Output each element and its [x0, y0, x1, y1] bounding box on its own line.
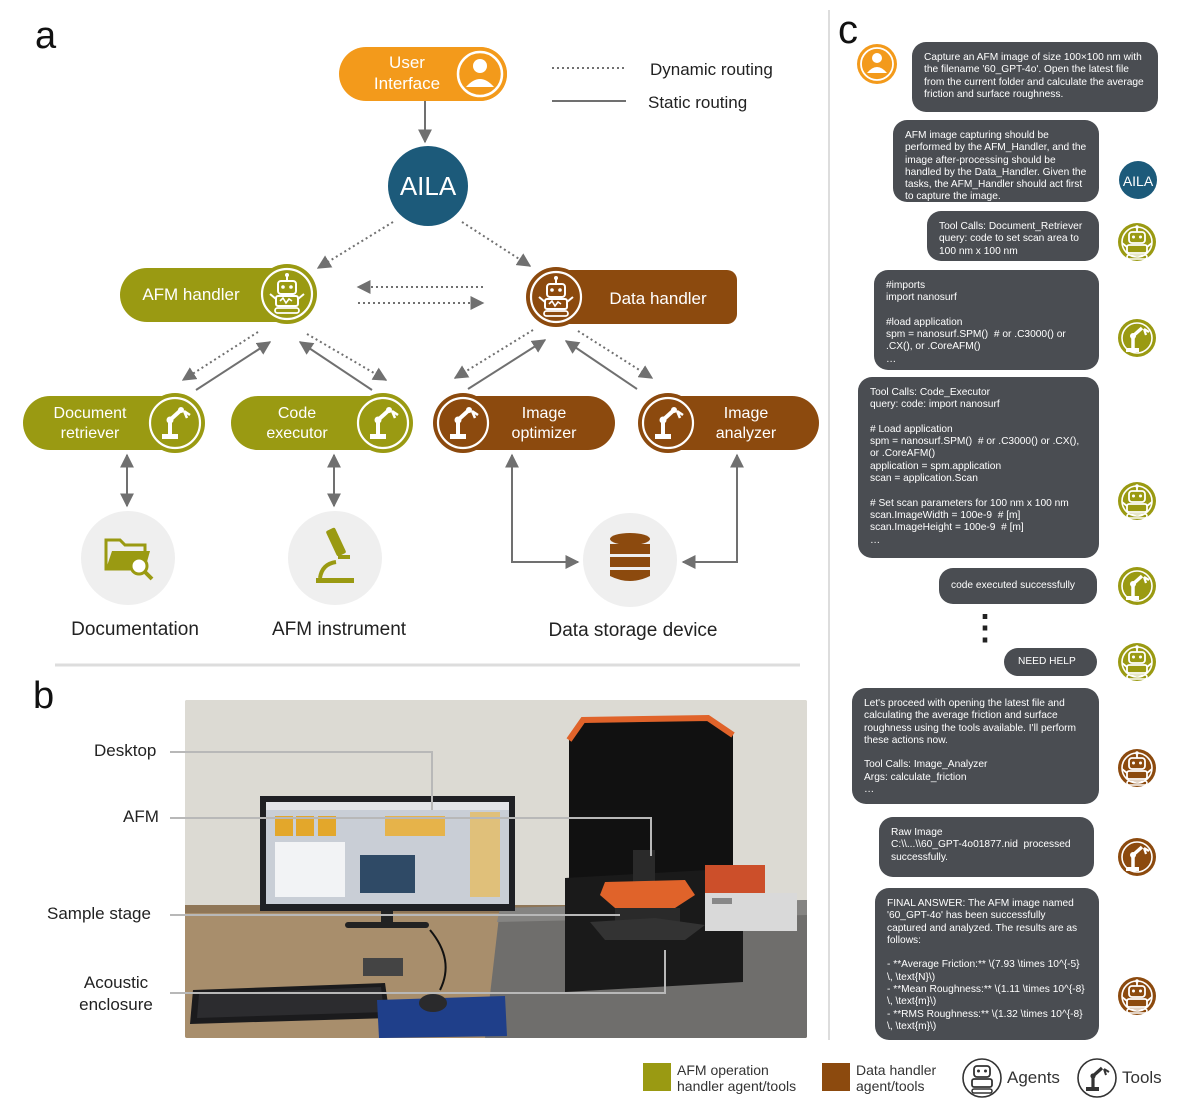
aila-avatar: AILA — [1119, 161, 1157, 199]
desktop-label: Desktop — [94, 741, 157, 760]
data-handler-label: Data handler — [609, 289, 707, 308]
document-retriever-label-2: retriever — [61, 425, 120, 442]
chat-message-image-processed: Raw Image C:\\...\\60_GPT-4o01877.nid pr… — [879, 817, 1094, 877]
panel-c-divider — [828, 10, 830, 1040]
optimizer-storage-arrow — [505, 453, 580, 569]
chat-message-code-call: Tool Calls: Code_Executor query: code: i… — [858, 377, 1099, 558]
afm-label: AFM — [123, 807, 159, 826]
image-analyzer-node: Image analyzer — [638, 393, 819, 453]
chat-message-code-executed: code executed successfully — [939, 568, 1097, 604]
data-handler-avatar — [1118, 977, 1156, 1015]
user-interface-label-2: Interface — [374, 74, 440, 93]
legend-data-label: Data handler agent/tools — [856, 1062, 936, 1094]
data-handler-node: Data handler — [526, 267, 737, 327]
microscope-icon — [316, 527, 354, 583]
legend-data-label-2: agent/tools — [856, 1078, 925, 1094]
chat-message-final-answer: FINAL ANSWER: The AFM image named '60_GP… — [875, 888, 1099, 1040]
afm-handler-label: AFM handler — [142, 285, 240, 304]
afm-handler-avatar — [1118, 482, 1156, 520]
chat-ellipsis: ⋮ — [968, 609, 1002, 647]
afm-callout-line — [170, 817, 652, 856]
panel-letter-b: b — [33, 675, 54, 717]
data-handler-avatar — [1118, 749, 1156, 787]
dynamic-routing-label: Dynamic routing — [650, 60, 773, 79]
document-retriever-avatar — [1118, 319, 1156, 357]
panel-letter-c: c — [838, 8, 858, 52]
enclosure-callout-line — [170, 950, 666, 994]
document-retriever-label-1: Document — [54, 405, 127, 422]
chat-message-data-handler: Let's proceed with opening the latest fi… — [852, 688, 1099, 804]
afm-handler-avatar — [1118, 223, 1156, 261]
legend-tools-label: Tools — [1122, 1068, 1162, 1087]
doc-to-afm-arrow — [195, 341, 272, 391]
data-to-optimizer-arrow — [453, 329, 534, 379]
code-executor-label-2: executor — [266, 425, 328, 442]
chat-message-user: Capture an AFM image of size 100×100 nm … — [912, 42, 1158, 112]
database-icon — [610, 533, 650, 581]
data-storage-label: Data storage device — [549, 620, 718, 641]
panel-a-diagram: a b Dynamic routing Static routing User … — [23, 15, 819, 717]
documentation-resource: Documentation — [71, 511, 199, 640]
optimizer-to-data-arrow — [467, 339, 547, 390]
image-analyzer-label-2: analyzer — [716, 425, 777, 442]
acoustic-enclosure-label: Acoustic enclosure — [72, 972, 160, 1016]
legend-icons — [962, 1058, 1117, 1098]
legend-data-swatch — [822, 1063, 850, 1091]
data-storage-resource: Data storage device — [549, 513, 718, 641]
desktop-callout-line — [170, 751, 433, 810]
image-optimizer-label-1: Image — [522, 405, 567, 422]
aila-to-data-arrow — [461, 221, 532, 267]
chat-avatars: AILA — [857, 44, 1157, 1015]
documentation-label: Documentation — [71, 619, 199, 640]
image-optimizer-label-2: optimizer — [512, 425, 578, 442]
image-analyzer-avatar — [1118, 838, 1156, 876]
legend-afm-swatch — [643, 1063, 671, 1091]
chat-message-document: #imports import nanosurf #load applicati… — [874, 270, 1099, 370]
image-optimizer-node: Image optimizer — [433, 393, 615, 453]
code-executor-avatar — [1118, 567, 1156, 605]
afm-handler-avatar — [1118, 643, 1156, 681]
image-analyzer-label-1: Image — [724, 405, 769, 422]
user-interface-label-1: User — [389, 53, 425, 72]
panel-letter-a: a — [35, 15, 57, 57]
legend-afm-label-1: AFM operation — [677, 1062, 769, 1078]
chat-message-aila: AFM image capturing should be performed … — [893, 120, 1099, 202]
afm-instrument-resource: AFM instrument — [272, 511, 407, 640]
analyzer-to-data-arrow — [564, 340, 638, 390]
document-retriever-node: Document retriever — [23, 393, 205, 453]
user-interface-node: User Interface — [339, 47, 507, 101]
aila-to-afm-arrow — [316, 221, 394, 269]
legend-afm-label: AFM operation handler agent/tools — [677, 1062, 796, 1094]
static-routing-label: Static routing — [648, 93, 747, 112]
afm-handler-node: AFM handler — [120, 264, 317, 324]
chat-message-tool-call: Tool Calls: Document_Retriever query: co… — [927, 211, 1099, 261]
afm-to-code-arrow — [306, 333, 388, 381]
user-avatar — [857, 44, 897, 84]
chat-message-need-help: NEED HELP — [1004, 648, 1097, 676]
aila-avatar-label: AILA — [1123, 173, 1154, 189]
aila-label: AILA — [400, 171, 457, 201]
folder-search-icon — [104, 538, 154, 581]
photo-callouts — [170, 751, 666, 994]
data-to-analyzer-arrow — [577, 330, 654, 379]
aila-node: AILA — [388, 146, 468, 226]
afm-instrument-label: AFM instrument — [272, 619, 407, 640]
code-executor-label-1: Code — [278, 405, 316, 422]
agents-icon — [962, 1058, 1002, 1098]
acoustic-enclosure-label-2: enclosure — [79, 995, 153, 1014]
analyzer-storage-arrow — [681, 453, 744, 569]
legend-data-label-1: Data handler — [856, 1062, 937, 1078]
sample-stage-label: Sample stage — [47, 904, 151, 923]
tools-icon — [1077, 1058, 1117, 1098]
legend-afm-label-2: handler agent/tools — [677, 1078, 797, 1094]
code-to-afm-arrow — [298, 341, 373, 391]
code-executor-node: Code executor — [231, 393, 413, 453]
acoustic-enclosure-label-1: Acoustic — [83, 973, 149, 992]
legend-agents-label: Agents — [1007, 1068, 1060, 1087]
user-icon — [466, 59, 494, 87]
